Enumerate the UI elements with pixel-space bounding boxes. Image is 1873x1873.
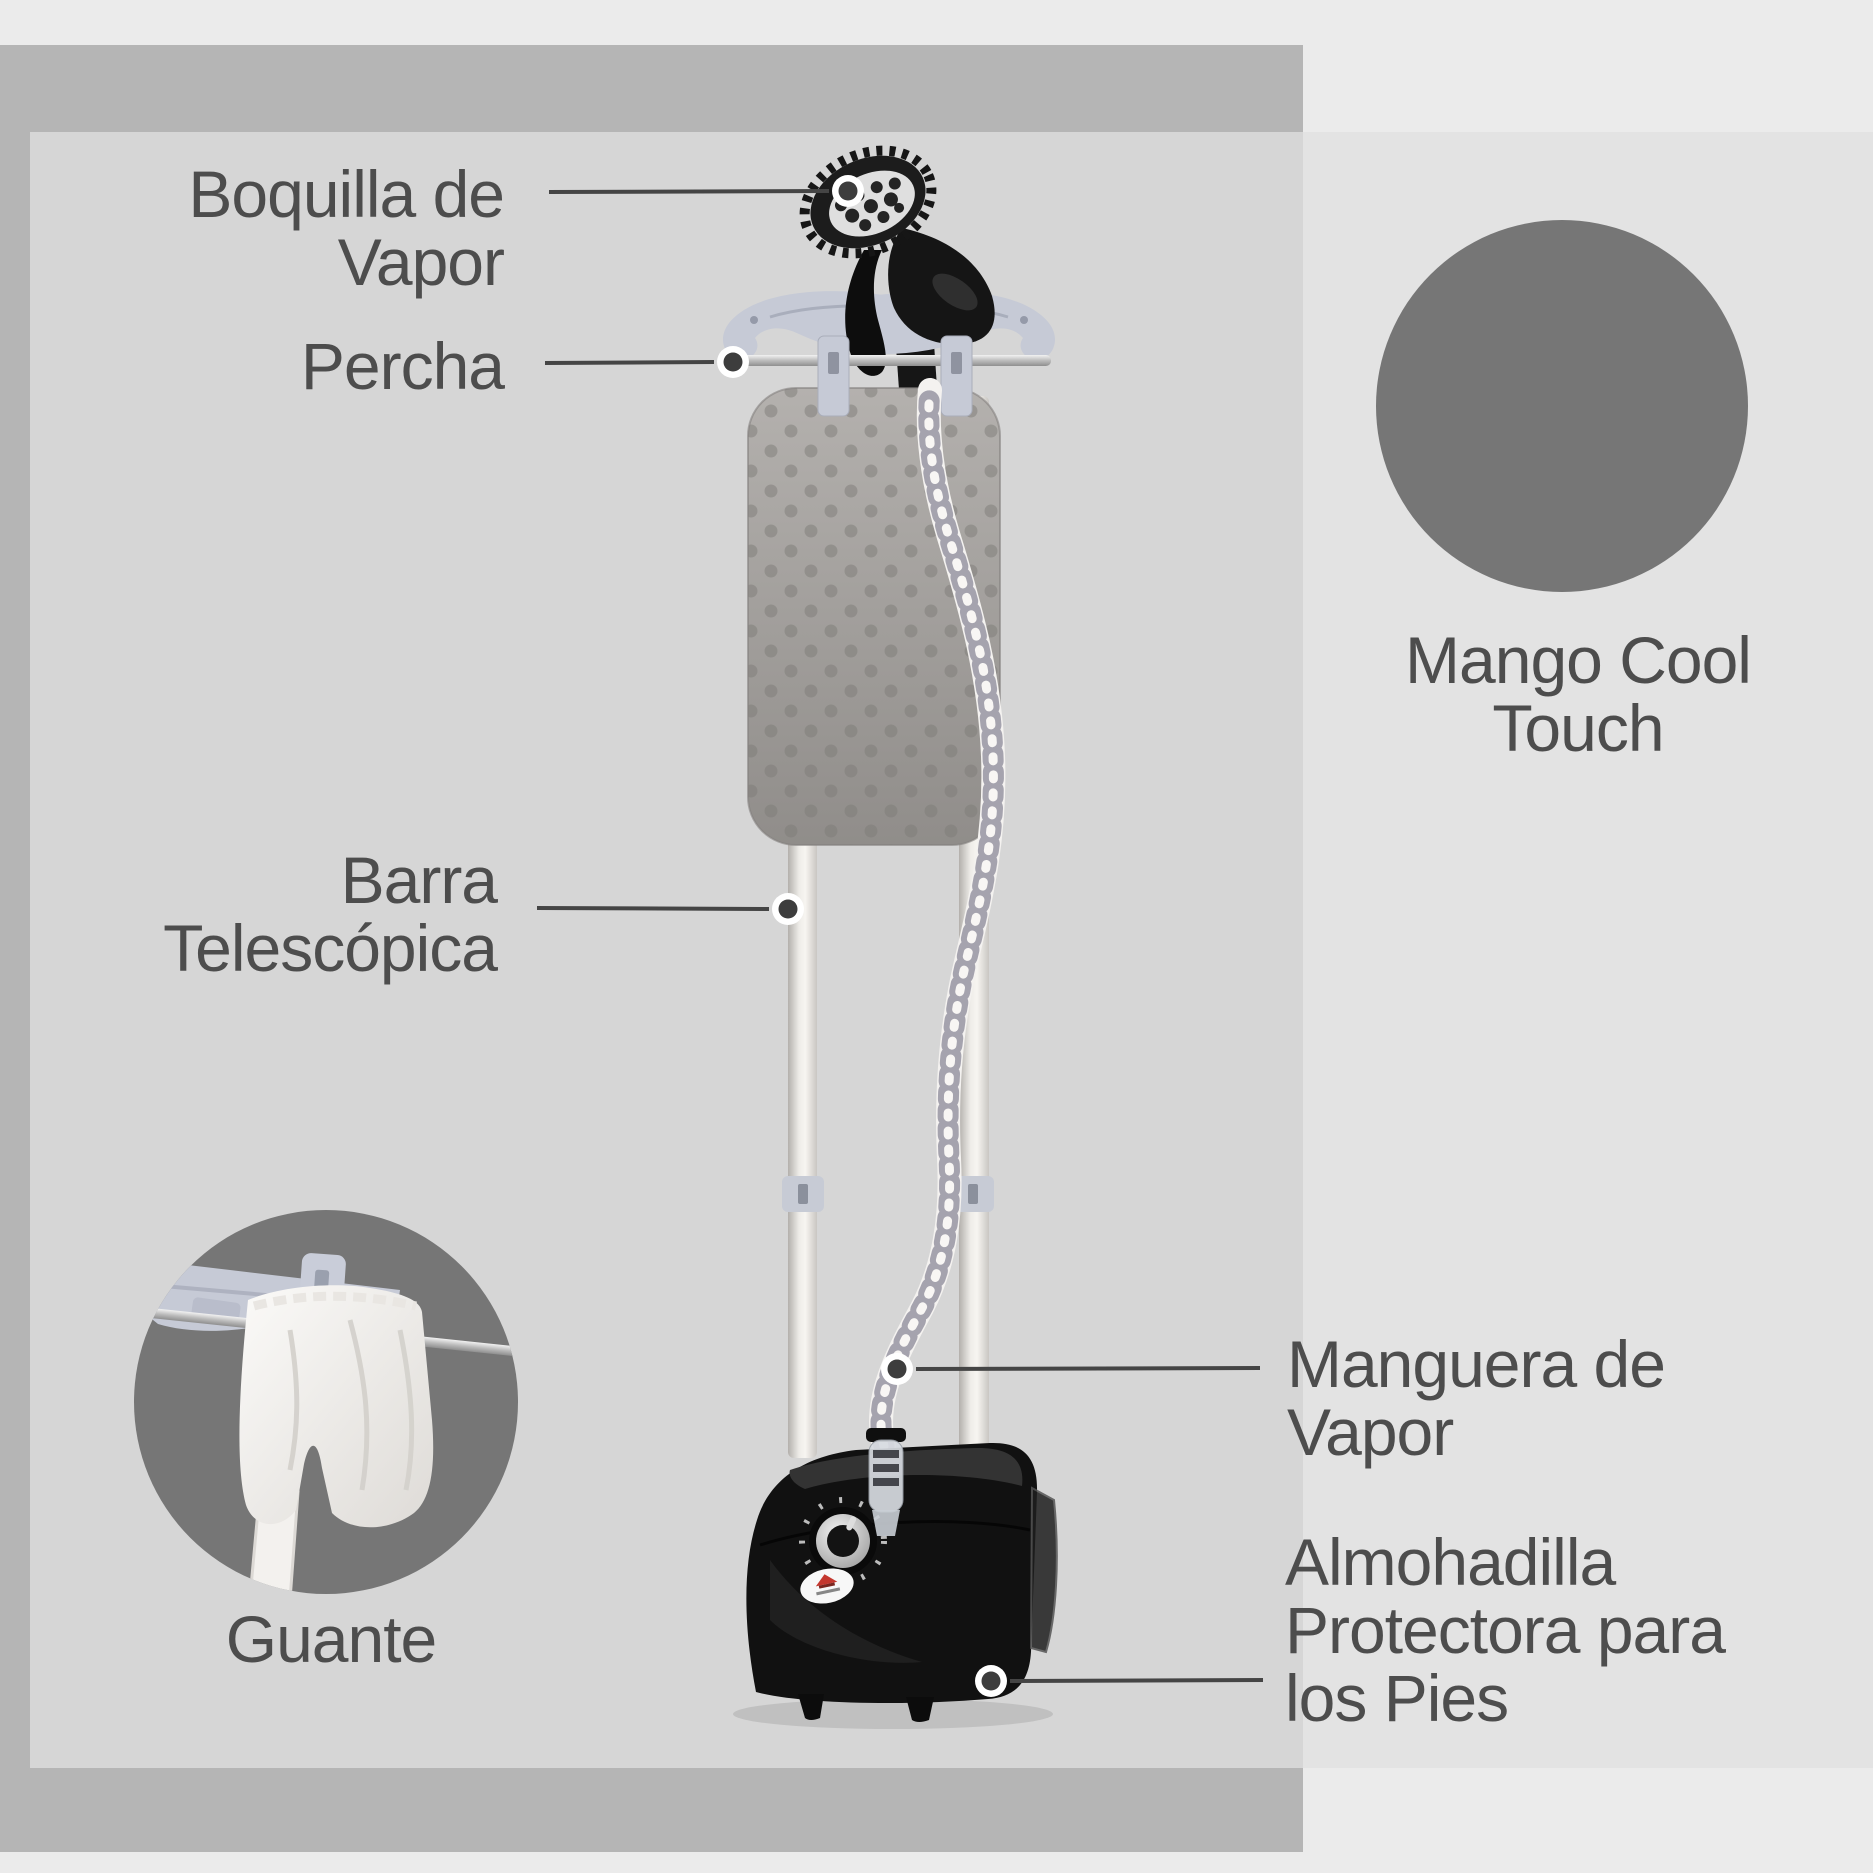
water-tank [1029, 1486, 1058, 1654]
handle-photo-hose-stub [1702, 848, 1742, 950]
brand-logo [800, 1568, 854, 1604]
steam-dial [799, 1497, 887, 1585]
pad-clip-right [940, 335, 973, 417]
base-shadow [733, 1699, 1053, 1729]
base-foot-left [798, 1694, 824, 1720]
steam-hose-graphic [869, 378, 1006, 1458]
pole-lock-clip-right [952, 1176, 994, 1212]
callout-dot-steam-nozzle [832, 175, 864, 207]
handle-photo-hook [1380, 800, 1567, 902]
callout-line-telescopic [536, 906, 770, 911]
callout-dot-hanger [717, 346, 749, 378]
label-hanger-line1: Percha [300, 329, 505, 403]
label-foot-pad: Almohadilla Protectora para los Pies [1285, 1525, 1726, 1735]
label-glove: Guante [226, 1605, 437, 1673]
glove-photo-glove [239, 1285, 434, 1528]
callout-lines [536, 189, 1264, 1683]
callout-line-foot-pad [1009, 1678, 1264, 1683]
steamer-base [746, 1428, 1058, 1722]
label-hanger: Percha [300, 329, 505, 403]
label-cool-touch-handle: Mango Cool Touch [1405, 623, 1752, 765]
callout-dot-foot-pad [975, 1665, 1007, 1697]
callout-dot-hose [881, 1353, 913, 1385]
base-body [746, 1442, 1038, 1704]
label-foot-pad-line3: los Pies [1285, 1661, 1509, 1735]
callout-dots [717, 175, 1007, 1697]
hanger-graphic [722, 289, 1057, 362]
callout-line-hanger [544, 360, 715, 365]
pad-clip-left [817, 335, 850, 417]
steam-head-trigger [845, 250, 886, 376]
garment-steamer-product [722, 145, 1058, 1729]
cool-touch-inset [1376, 220, 1748, 950]
label-telescopic-pole: Barra Telescópica [163, 843, 498, 985]
hanger-rod [733, 355, 1051, 366]
label-foot-pad-line2: Protectora para [1285, 1593, 1726, 1667]
label-glove-line1: Guante [225, 1602, 437, 1676]
label-steam-hose-line2: Vapor [1287, 1395, 1454, 1469]
label-steam-nozzle-line2: Vapor [337, 225, 505, 299]
label-steam-nozzle: Boquilla de Vapor [188, 157, 505, 299]
inset-circle-handle [1376, 220, 1748, 592]
callout-line-steam-nozzle [548, 189, 830, 194]
pole-lock-clip-left [782, 1176, 824, 1212]
label-steam-hose-line1: Manguera de [1287, 1327, 1666, 1401]
base-foot-right [906, 1697, 934, 1722]
callout-dot-telescopic [772, 893, 804, 925]
label-cool-touch-line1: Mango Cool [1405, 623, 1752, 697]
glove-inset [134, 1210, 518, 1594]
label-steam-hose: Manguera de Vapor [1287, 1327, 1666, 1469]
label-cool-touch-line2: Touch [1492, 691, 1664, 765]
label-foot-pad-line1: Almohadilla [1285, 1525, 1616, 1599]
label-telescopic-line1: Barra [340, 843, 498, 917]
label-telescopic-line2: Telescópica [163, 911, 498, 985]
callout-line-hose [915, 1366, 1261, 1371]
label-steam-nozzle-line1: Boquilla de [188, 157, 505, 231]
hose-connector [866, 1428, 906, 1536]
